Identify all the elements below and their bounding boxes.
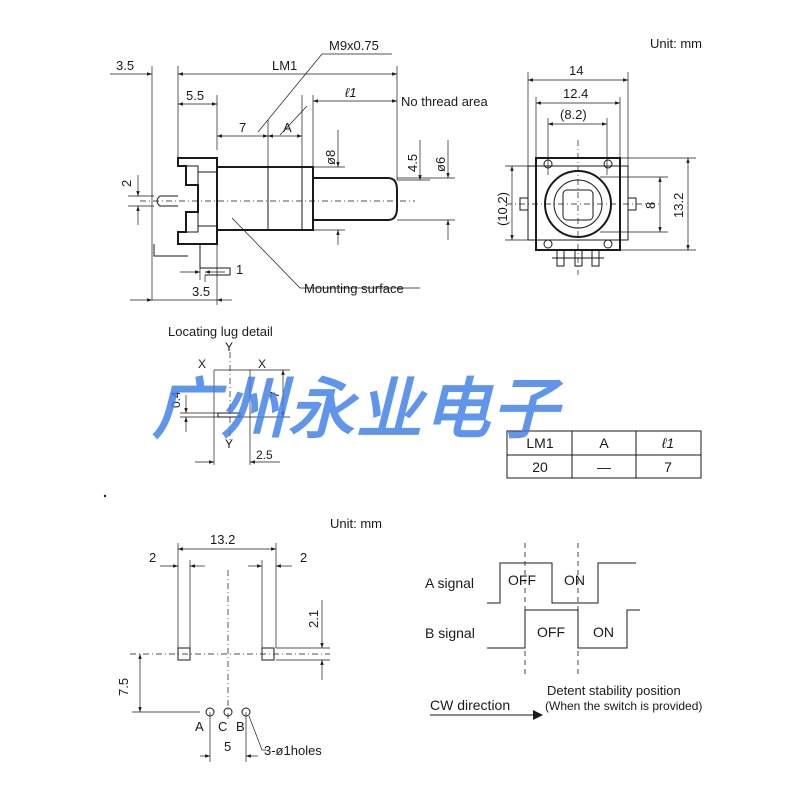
unit-label-bottom: Unit: mm bbox=[330, 516, 382, 531]
front-dim-8: 8 bbox=[643, 202, 658, 209]
lug-y-bottom: Y bbox=[225, 437, 233, 451]
pcb-pin-a: A bbox=[195, 719, 204, 734]
pcb-dim-2-left: 2 bbox=[149, 550, 156, 565]
stray-dot bbox=[103, 494, 107, 498]
lug-y-top: Y bbox=[225, 340, 233, 354]
side-dim-3-5-bottom: 3.5 bbox=[192, 284, 210, 299]
pcb-dim-7-5: 7.5 bbox=[116, 678, 131, 696]
side-dim-1: 1 bbox=[236, 262, 243, 277]
table-header-l1: ℓ1 bbox=[661, 435, 674, 451]
pcb-layout: Unit: mm bbox=[116, 516, 382, 762]
pcb-dim-13-2: 13.2 bbox=[210, 532, 235, 547]
side-view: 3.5 LM1 M9x0.75 5.5 ℓ1 No thread area 7 … bbox=[110, 38, 488, 305]
side-dim-a: A bbox=[283, 120, 292, 135]
table-header-lm1: LM1 bbox=[526, 435, 553, 451]
side-dim-phi8: ø8 bbox=[323, 150, 338, 165]
side-dim-7: 7 bbox=[239, 120, 246, 135]
timing-a-on: ON bbox=[564, 572, 585, 588]
timing-b-off: OFF bbox=[537, 624, 565, 640]
timing-b-on: ON bbox=[593, 624, 614, 640]
timing-detent-note: (When the switch is provided) bbox=[545, 699, 702, 713]
table-header-a: A bbox=[599, 435, 609, 451]
pcb-holes-label: 3-ø1holes bbox=[264, 743, 322, 758]
lug-x-left: X bbox=[198, 357, 206, 371]
front-dim-14: 14 bbox=[569, 63, 583, 78]
timing-a-off: OFF bbox=[508, 572, 536, 588]
lug-dim-7: 7 bbox=[268, 391, 282, 398]
timing-cw-label: CW direction bbox=[430, 697, 510, 713]
locating-lug-detail: Locating lug detail Y X X 0.4 7 Y 2.5 bbox=[168, 324, 290, 465]
side-no-thread-label: No thread area bbox=[401, 94, 488, 109]
unit-label-top: Unit: mm bbox=[650, 36, 702, 51]
watermark-text: 广州永业电子 bbox=[152, 371, 564, 448]
front-dim-12-4: 12.4 bbox=[563, 86, 588, 101]
lug-dim-0-4: 0.4 bbox=[169, 391, 183, 408]
lug-x-right: X bbox=[258, 357, 266, 371]
side-mounting-surface-label: Mounting surface bbox=[304, 281, 404, 296]
side-dim-thread: M9x0.75 bbox=[329, 38, 379, 53]
timing-diagram: A signal B signal OFF ON OFF ON CW direc… bbox=[425, 543, 702, 720]
front-dim-13-2: 13.2 bbox=[671, 193, 686, 218]
pcb-dim-2-right: 2 bbox=[300, 550, 307, 565]
pcb-dim-5: 5 bbox=[224, 739, 231, 754]
timing-a-signal-label: A signal bbox=[425, 575, 474, 591]
table-cell-l1: 7 bbox=[664, 459, 672, 475]
front-view: 14 12.4 (8.2) (10.2) 8 13.2 bbox=[495, 63, 696, 275]
pcb-dim-2-1: 2.1 bbox=[306, 610, 321, 628]
side-dim-3-5-top: 3.5 bbox=[116, 58, 134, 73]
side-dim-4-5: 4.5 bbox=[405, 154, 420, 172]
side-dim-phi6: ø6 bbox=[433, 157, 448, 172]
table-cell-a: — bbox=[597, 459, 611, 475]
table-cell-lm1: 20 bbox=[532, 459, 548, 475]
side-dim-5-5: 5.5 bbox=[186, 88, 204, 103]
front-dim-8-2: (8.2) bbox=[560, 107, 587, 122]
pcb-pin-c: C bbox=[218, 719, 227, 734]
cw-arrow-head bbox=[533, 710, 543, 720]
side-dim-l1: ℓ1 bbox=[345, 85, 356, 100]
side-dim-lm1: LM1 bbox=[272, 58, 297, 73]
side-dim-2: 2 bbox=[119, 180, 134, 187]
timing-detent-label: Detent stability position bbox=[547, 683, 681, 698]
lug-dim-2-5: 2.5 bbox=[256, 448, 273, 462]
front-dim-10-2: (10.2) bbox=[495, 192, 510, 226]
spec-table: LM1 A ℓ1 20 — 7 bbox=[506, 430, 702, 479]
lug-title: Locating lug detail bbox=[168, 324, 273, 339]
timing-b-signal-label: B signal bbox=[425, 625, 475, 641]
pcb-pin-b: B bbox=[236, 719, 245, 734]
